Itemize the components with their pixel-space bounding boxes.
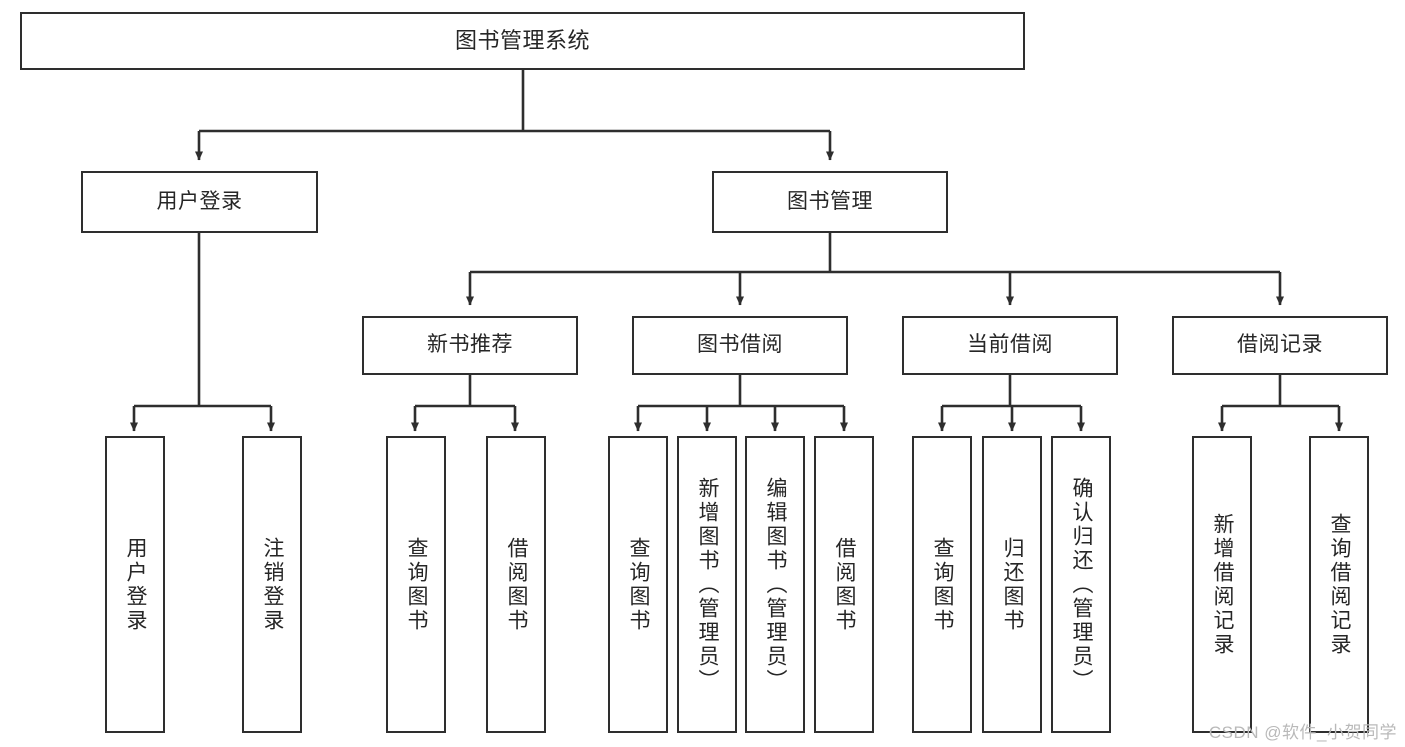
leaf-current-confirm-return[interactable]: 确认归还（管理员） bbox=[1051, 436, 1111, 733]
node-label: 编辑图书（管理员） bbox=[764, 476, 788, 693]
leaf-borrow-borrow-book[interactable]: 借阅图书 bbox=[814, 436, 874, 733]
node-new-book-recommend[interactable]: 新书推荐 bbox=[362, 316, 578, 375]
leaf-user-login-logout[interactable]: 注销登录 bbox=[242, 436, 302, 733]
leaf-borrow-add-book[interactable]: 新增图书（管理员） bbox=[677, 436, 737, 733]
node-user-login[interactable]: 用户登录 bbox=[81, 171, 318, 233]
node-label: 查询图书 bbox=[931, 536, 955, 633]
leaf-current-query-book[interactable]: 查询图书 bbox=[912, 436, 972, 733]
node-label: 图书借阅 bbox=[697, 333, 783, 357]
leaf-recommend-borrow-book[interactable]: 借阅图书 bbox=[486, 436, 546, 733]
node-label: 查询图书 bbox=[627, 536, 651, 633]
node-borrow-record[interactable]: 借阅记录 bbox=[1172, 316, 1388, 375]
node-label: 新增借阅记录 bbox=[1211, 512, 1235, 657]
leaf-borrow-query-book[interactable]: 查询图书 bbox=[608, 436, 668, 733]
node-book-management[interactable]: 图书管理 bbox=[712, 171, 948, 233]
node-label: 借阅图书 bbox=[505, 536, 529, 633]
leaf-recommend-query-book[interactable]: 查询图书 bbox=[386, 436, 446, 733]
node-label: 当前借阅 bbox=[967, 333, 1053, 357]
leaf-borrow-edit-book[interactable]: 编辑图书（管理员） bbox=[745, 436, 805, 733]
node-label: 注销登录 bbox=[261, 536, 285, 633]
node-label: 查询借阅记录 bbox=[1328, 512, 1352, 657]
leaf-current-return-book[interactable]: 归还图书 bbox=[982, 436, 1042, 733]
leaf-record-query-record[interactable]: 查询借阅记录 bbox=[1309, 436, 1369, 733]
node-label: 图书管理系统 bbox=[454, 28, 590, 54]
node-label: 图书管理 bbox=[787, 189, 873, 213]
leaf-record-add-record[interactable]: 新增借阅记录 bbox=[1192, 436, 1252, 733]
csdn-watermark: CSDN @软件_小贺同学 bbox=[1208, 723, 1397, 742]
node-label: 新增图书（管理员） bbox=[696, 476, 720, 693]
node-label: 新书推荐 bbox=[427, 333, 513, 357]
node-label: 用户登录 bbox=[156, 189, 243, 213]
node-current-borrow[interactable]: 当前借阅 bbox=[902, 316, 1118, 375]
leaf-user-login-login[interactable]: 用户登录 bbox=[105, 436, 165, 733]
node-label: 借阅记录 bbox=[1237, 333, 1323, 357]
node-label: 查询图书 bbox=[405, 536, 429, 633]
node-label: 用户登录 bbox=[124, 536, 148, 633]
node-root-system[interactable]: 图书管理系统 bbox=[20, 12, 1025, 70]
node-label: 借阅图书 bbox=[833, 536, 857, 633]
node-label: 归还图书 bbox=[1001, 536, 1025, 633]
node-book-borrow[interactable]: 图书借阅 bbox=[632, 316, 848, 375]
node-label: 确认归还（管理员） bbox=[1070, 476, 1094, 693]
